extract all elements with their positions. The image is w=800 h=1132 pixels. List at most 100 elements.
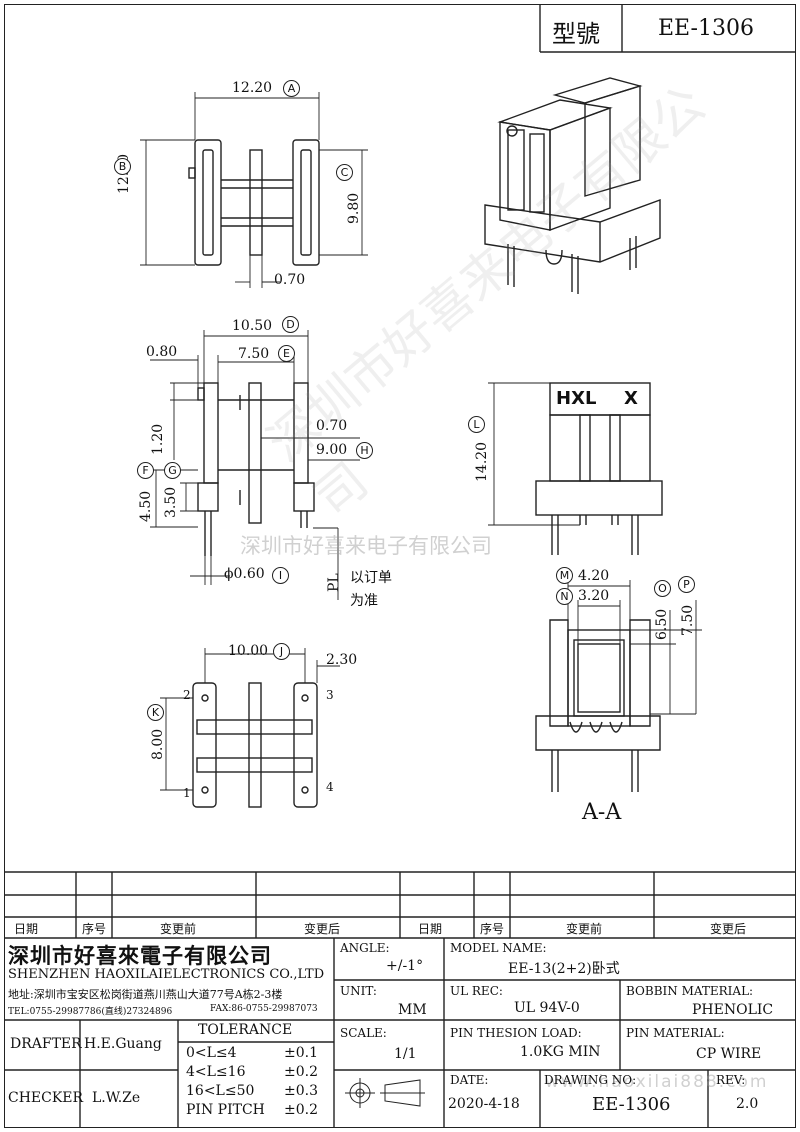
section-view bbox=[535, 619, 661, 792]
rev-col-before-2: 变更前 bbox=[566, 922, 603, 936]
rev-col-date-1: 日期 bbox=[14, 922, 39, 936]
marking-left: HXL bbox=[556, 388, 597, 409]
ref-circle-f: F bbox=[137, 462, 154, 479]
marking-right: X bbox=[624, 388, 638, 409]
company-name-cn: 深圳市好喜來電子有限公司 bbox=[8, 944, 272, 968]
dim-l: 3.50 bbox=[163, 486, 179, 518]
drawing-no-value: EE-1306 bbox=[592, 1094, 671, 1115]
bobbin-label: BOBBIN MATERIAL: bbox=[626, 984, 754, 998]
dim-k: 4.50 bbox=[138, 490, 154, 522]
dim-h: 1.20 bbox=[150, 423, 166, 455]
date-label: DATE: bbox=[450, 1073, 489, 1087]
section-dims bbox=[567, 580, 702, 715]
drawing-sheet bbox=[4, 4, 796, 1128]
dim-m: ϕ0.60 bbox=[224, 566, 265, 582]
tolerance-label: TOLERANCE bbox=[198, 1022, 293, 1038]
dim-s: 4.20 bbox=[578, 568, 610, 584]
unit-value: MM bbox=[398, 1002, 427, 1018]
ref-circle-a: A bbox=[283, 80, 300, 97]
tol-range-4: PIN PITCH bbox=[186, 1102, 265, 1118]
rev-col-date-2: 日期 bbox=[418, 922, 443, 936]
pin-4: 4 bbox=[326, 780, 334, 794]
checker-label: CHECKER bbox=[8, 1090, 84, 1106]
model-value: EE-1306 bbox=[658, 16, 754, 41]
dim-d: 0.70 bbox=[274, 272, 306, 288]
title-block bbox=[4, 938, 796, 1128]
ref-circle-g: G bbox=[164, 462, 181, 479]
ref-circle-m: M bbox=[556, 567, 573, 584]
tol-value-3: ±0.3 bbox=[284, 1083, 318, 1099]
company-address: 地址:深圳市宝安区松岗街道燕川燕山大道77号A栋2-3楼 bbox=[8, 988, 283, 1001]
ref-circle-l: L bbox=[468, 416, 485, 433]
side-view bbox=[535, 382, 663, 555]
scale-label: SCALE: bbox=[340, 1026, 387, 1040]
rev-col-no-1: 序号 bbox=[82, 922, 107, 936]
bottom-view bbox=[192, 682, 318, 808]
dim-u: 6.50 bbox=[654, 608, 670, 640]
pin-3: 3 bbox=[326, 688, 334, 702]
dim-g: 7.50 bbox=[238, 346, 270, 362]
dim-c: 9.80 bbox=[346, 192, 362, 224]
section-label: A-A bbox=[582, 800, 622, 825]
pin-material-value: CP WIRE bbox=[696, 1046, 762, 1062]
dim-p: 2.30 bbox=[326, 652, 358, 668]
revision-table bbox=[4, 871, 796, 939]
tol-range-2: 4<L≤16 bbox=[186, 1064, 246, 1080]
rev-label: REV: bbox=[716, 1073, 746, 1087]
tol-range-1: 0<L≤4 bbox=[186, 1045, 237, 1061]
ul-value: UL 94V-0 bbox=[514, 1000, 580, 1016]
pin-load-label: PIN THESION LOAD: bbox=[450, 1026, 582, 1040]
company-name-en: SHENZHEN HAOXILAIELECTRONICS CO.,LTD bbox=[8, 967, 325, 982]
ref-circle-n: N bbox=[556, 588, 573, 605]
note-line-2: 为准 bbox=[350, 593, 378, 609]
model-name-value: EE-13(2+2)卧式 bbox=[508, 961, 620, 977]
pin-load-value: 1.0KG MIN bbox=[520, 1044, 601, 1060]
company-tel: TEL:0755-29987786(直线)27324896 bbox=[8, 1007, 173, 1017]
bottom-view-dims bbox=[160, 648, 340, 791]
isometric-view bbox=[484, 77, 661, 294]
dim-q: 8.00 bbox=[150, 728, 166, 760]
ref-circle-o: O bbox=[654, 580, 671, 597]
model-name-label: MODEL NAME: bbox=[450, 941, 547, 955]
dim-a: 12.20 bbox=[232, 80, 273, 96]
dim-t: 3.20 bbox=[578, 588, 610, 604]
rev-col-after-1: 变更后 bbox=[304, 922, 341, 936]
model-label: 型號 bbox=[552, 20, 600, 48]
ref-circle-c: C bbox=[336, 164, 353, 181]
dim-j: 9.00 bbox=[316, 442, 348, 458]
drafter-value: H.E.Guang bbox=[84, 1036, 162, 1052]
checker-value: L.W.Ze bbox=[92, 1090, 141, 1106]
ref-circle-k: K bbox=[147, 704, 164, 721]
watermark-url: www.haoxilai888.com bbox=[545, 1072, 769, 1092]
dim-n: PL bbox=[326, 573, 342, 592]
ref-circle-i: I bbox=[272, 567, 289, 584]
ul-label: UL REC: bbox=[450, 984, 503, 998]
watermark-center: 深圳市好喜来电子有限公司 bbox=[240, 534, 492, 558]
tol-value-1: ±0.1 bbox=[284, 1045, 318, 1061]
drafter-label: DRAFTER bbox=[10, 1036, 82, 1052]
company-fax: FAX:86-0755-29987073 bbox=[210, 1004, 318, 1014]
ref-circle-e: E bbox=[278, 345, 295, 362]
tol-value-2: ±0.2 bbox=[284, 1064, 318, 1080]
pin-material-label: PIN MATERIAL: bbox=[626, 1026, 725, 1040]
pin-2: 2 bbox=[183, 688, 191, 702]
dim-e: 10.50 bbox=[232, 318, 273, 334]
dim-f: 0.80 bbox=[146, 344, 178, 360]
dim-i: 0.70 bbox=[316, 418, 348, 434]
pin-1: 1 bbox=[183, 786, 191, 800]
drawing-no-label: DRAWING NO: bbox=[544, 1073, 637, 1087]
rev-col-no-2: 序号 bbox=[480, 922, 505, 936]
dim-r: 14.20 bbox=[474, 441, 490, 482]
ref-circle-b: B bbox=[114, 158, 131, 175]
rev-col-before-1: 变更前 bbox=[160, 922, 197, 936]
front-view-dims bbox=[150, 330, 360, 600]
side-view-dims bbox=[488, 382, 580, 526]
note-line-1: 以订单 bbox=[350, 570, 392, 586]
unit-label: UNIT: bbox=[340, 984, 377, 998]
ref-circle-d: D bbox=[282, 316, 299, 333]
projection-symbol bbox=[345, 1078, 425, 1108]
rev-col-after-2: 变更后 bbox=[710, 922, 747, 936]
ref-circle-h: H bbox=[356, 442, 373, 459]
angle-value: +/-1° bbox=[386, 958, 424, 974]
